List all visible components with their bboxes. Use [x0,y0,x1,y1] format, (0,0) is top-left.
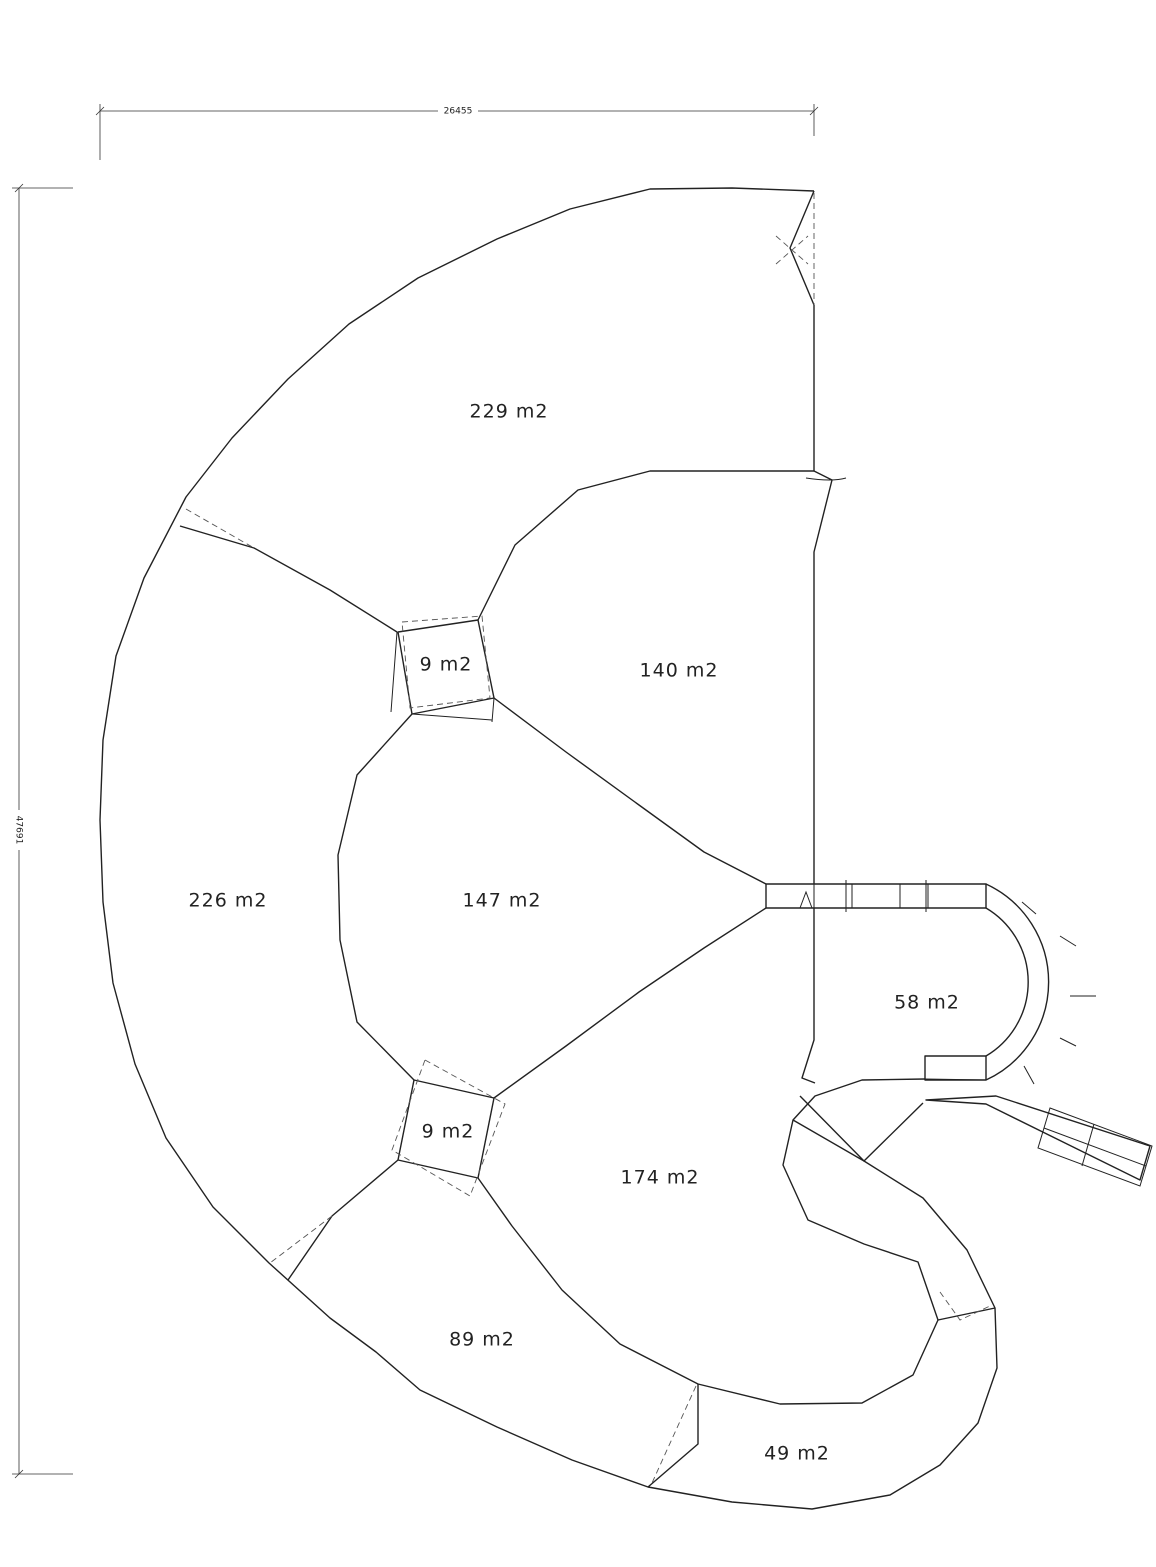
height-dimension: 47691 [12,183,73,1479]
right-partition [937,1307,996,1321]
inner-arc-top [477,470,814,621]
width-dimension: 26455 [95,104,819,160]
center-wedge-bottom [493,907,767,1099]
area-label-side: 58 m2 [894,992,960,1014]
area-label-bottom-right: 49 m2 [764,1443,830,1465]
inner-arc-bottom [477,1078,939,1405]
corridor [765,880,987,912]
upper-partition [179,525,398,633]
width-dimension-label: 26455 [444,107,473,117]
center-wedge-top [493,697,767,885]
bottom-partition [647,1384,699,1488]
right-wall-lower [801,908,816,1084]
area-label-lower-small: 9 m2 [422,1121,475,1143]
area-label-top: 229 m2 [470,401,549,423]
area-label-center: 147 m2 [463,890,542,912]
height-dimension-label: 47691 [14,816,24,845]
right-wall-middle [813,470,833,884]
outer-boundary [99,187,998,1510]
area-label-upper-right: 140 m2 [640,660,719,682]
area-label-bottom-left: 89 m2 [449,1329,515,1351]
right-wall-top [789,190,815,471]
area-label-left: 226 m2 [189,890,268,912]
area-label-upper-small: 9 m2 [420,654,473,676]
inner-arc-left [337,713,415,1081]
exterior-stair [925,1095,1153,1187]
lower-partition [287,1159,399,1281]
inner-link [792,1102,924,1162]
curved-ramp [924,883,1096,1085]
area-label-lower-right: 174 m2 [621,1167,700,1189]
